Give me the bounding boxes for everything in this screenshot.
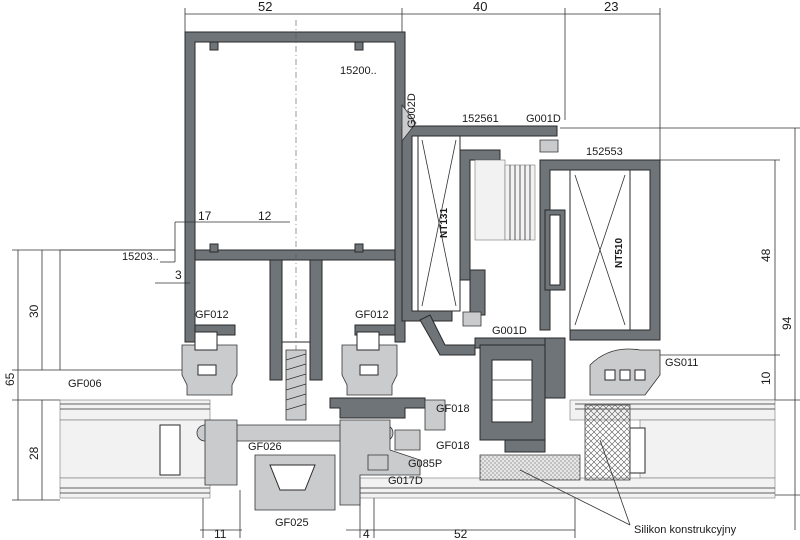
glass-pack [474, 159, 536, 241]
transom-profile-15203: 17 12 3 [155, 209, 290, 284]
thermal-break [479, 344, 546, 453]
label-15203: 15203.. [122, 251, 159, 263]
label-g017d: G017D [388, 475, 423, 487]
dim-right-48: 48 [759, 248, 773, 262]
label-152553: 152553 [586, 146, 623, 158]
label-g001d-top: G001D [526, 113, 561, 125]
label-15200: 15200.. [340, 65, 377, 77]
dim-left-30: 30 [27, 304, 41, 318]
dim-top-52: 52 [258, 0, 272, 14]
dim-left-28: 28 [27, 446, 41, 460]
dim-bottom-11: 11 [214, 527, 227, 540]
dim-inner-12: 12 [258, 209, 272, 223]
label-g001d-mid: G001D [492, 325, 527, 337]
label-gf012-right: GF012 [355, 309, 389, 321]
dim-right-10: 10 [759, 371, 773, 385]
screw-spacer [285, 349, 307, 421]
label-gf006: GF006 [68, 378, 102, 390]
label-nt510: NT510 [614, 238, 625, 268]
dim-bottom-52: 52 [454, 527, 468, 540]
dim-top-23: 23 [604, 0, 618, 14]
label-gf026: GF026 [248, 441, 282, 453]
gasket-g001d-mid [462, 311, 482, 327]
gasket-gf012-right [341, 331, 398, 396]
frame-152553 [539, 159, 661, 399]
sash-frame-152561 [401, 125, 558, 356]
label-gf012-left: GF012 [195, 309, 229, 321]
label-gf018-b: GF018 [436, 440, 470, 452]
dim-top-40: 40 [473, 0, 487, 14]
label-nt131: NT131 [439, 208, 450, 238]
label-gs011: GS011 [665, 357, 698, 369]
label-gf025: GF025 [275, 517, 309, 529]
top-dimension-chain: 52 40 23 [184, 0, 661, 160]
gasket-gs011 [589, 348, 661, 396]
gasket-g001d-top [539, 139, 559, 153]
label-silicone: Silikon konstrukcyjny [634, 524, 737, 536]
label-152561: 152561 [462, 113, 499, 125]
dim-right-94: 94 [780, 316, 794, 330]
dim-left-65: 65 [3, 372, 17, 386]
mullion-profile-15200 [184, 20, 406, 381]
gasket-g002d [401, 103, 417, 143]
structural-silicone [479, 404, 631, 526]
dim-bottom-4: 4 [363, 527, 370, 540]
dim-inner-3: 3 [175, 268, 182, 282]
dim-inner-17: 17 [198, 209, 212, 223]
gasket-gf012-left [181, 331, 238, 396]
left-dimension-chain: 30 65 28 [3, 249, 190, 501]
glazing-unit-left [59, 399, 211, 499]
pressure-plate [196, 397, 446, 511]
label-gf018-a: GF018 [436, 403, 470, 415]
label-g085p: G085P [408, 458, 442, 470]
label-g002d: G002D [406, 93, 418, 128]
